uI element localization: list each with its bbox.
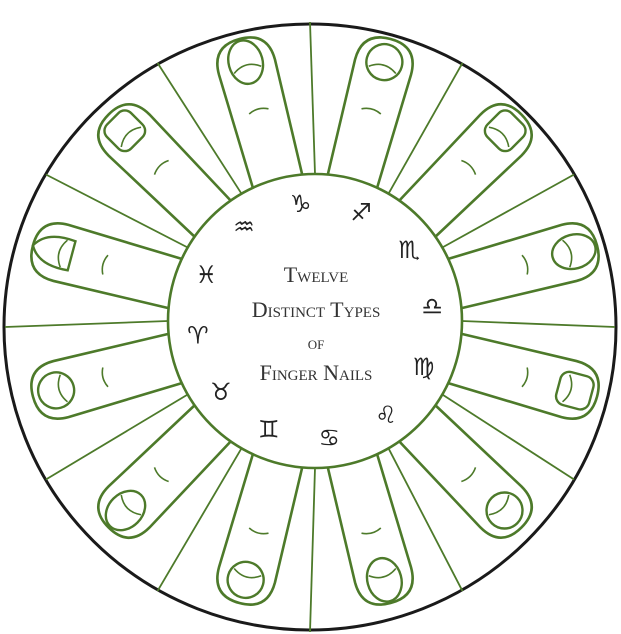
zodiac-cancer-icon: ♋︎ xyxy=(319,424,341,452)
zodiac-aquarius-icon: ♒︎ xyxy=(233,213,255,241)
zodiac-sagittarius-icon: ♐︎ xyxy=(350,198,372,226)
zodiac-aries-icon: ♈︎ xyxy=(187,321,209,349)
zodiac-gemini-icon: ♊︎ xyxy=(258,416,280,444)
zodiac-pisces-icon: ♓︎ xyxy=(196,261,218,289)
zodiac-capricorn-icon: ♑︎ xyxy=(290,190,312,218)
zodiac-leo-icon: ♌︎ xyxy=(375,401,397,429)
zodiac-libra-icon: ♎︎ xyxy=(421,293,443,321)
title-line-4: Finger Nails xyxy=(260,360,373,385)
title-line-3: of xyxy=(308,333,325,353)
zodiac-scorpio-icon: ♏︎ xyxy=(398,236,420,264)
zodiac-virgo-icon: ♍︎ xyxy=(413,353,435,381)
zodiac-taurus-icon: ♉︎ xyxy=(210,378,232,406)
title-line-2: Distinct Types xyxy=(252,297,381,322)
nail-square xyxy=(554,370,596,412)
title-line-1: Twelve xyxy=(284,262,349,287)
